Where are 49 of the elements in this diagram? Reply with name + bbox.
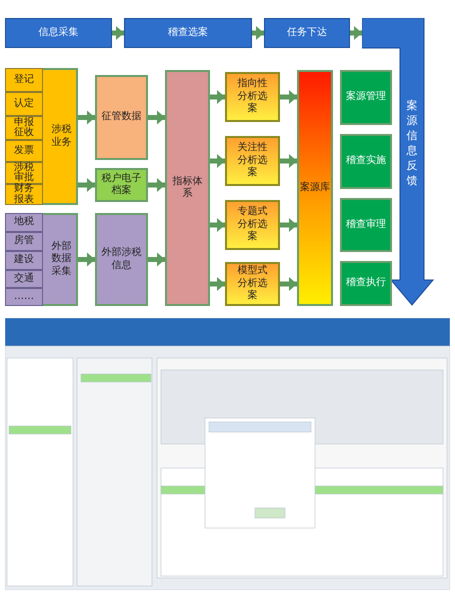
- source-cell: ……: [5, 288, 43, 306]
- process-box: 稽查审理: [340, 198, 392, 252]
- group-title: 外部数据采集: [50, 240, 72, 279]
- arrow: [148, 178, 165, 192]
- arrow: [210, 90, 225, 104]
- group-panel: [5, 213, 78, 306]
- source-cell: 建设: [5, 251, 43, 270]
- group-title: 涉税业务: [50, 122, 72, 150]
- arrow: [112, 26, 124, 40]
- arrow: [280, 90, 297, 104]
- arrow: [210, 277, 225, 291]
- group-panel: [5, 68, 78, 205]
- arrow: [148, 110, 165, 124]
- arrow: [280, 218, 297, 232]
- source-cell: 地税: [5, 213, 43, 232]
- arrow-band: 信息采集: [5, 18, 112, 48]
- process-box: 指标体系: [165, 70, 210, 306]
- source-cell: 发票: [5, 140, 43, 162]
- arrow: [252, 26, 264, 40]
- arrow: [280, 277, 297, 291]
- arrow: [210, 218, 225, 232]
- arrow-band: 任务下达: [264, 18, 350, 48]
- source-cell: 申报征收: [5, 116, 43, 140]
- arrow-band: 稽查选案: [124, 18, 252, 48]
- process-box: 模型式分析选案: [225, 262, 280, 306]
- process-box: 征管数据: [95, 75, 148, 160]
- process-box: 关注性分析选案: [225, 136, 280, 186]
- arrow-band-label: 案源信息反馈: [406, 98, 418, 188]
- arrow: [350, 26, 362, 40]
- arrow: [78, 252, 95, 266]
- source-cell: 认定: [5, 92, 43, 116]
- source-cell: 财务报表: [5, 184, 43, 205]
- arrow: [148, 252, 165, 266]
- arrow: [210, 154, 225, 168]
- process-box: 稽查实施: [340, 134, 392, 189]
- process-box: 稽查执行: [340, 261, 392, 306]
- process-box: 外部涉税信息: [95, 213, 148, 306]
- process-box: 案源管理: [340, 70, 392, 125]
- source-cell: 房管: [5, 232, 43, 251]
- process-box: 税户电子档案: [95, 168, 148, 202]
- arrow: [78, 178, 95, 192]
- source-cell: 登记: [5, 68, 43, 92]
- arrow: [78, 110, 95, 124]
- process-box: 专题式分析选案: [225, 200, 280, 250]
- source-cell: 交通: [5, 270, 43, 288]
- source-cell: 涉税审批: [5, 162, 43, 184]
- process-box: 案源库: [297, 70, 333, 306]
- process-box: 指向性分析选案: [225, 72, 280, 122]
- arrow: [280, 154, 297, 168]
